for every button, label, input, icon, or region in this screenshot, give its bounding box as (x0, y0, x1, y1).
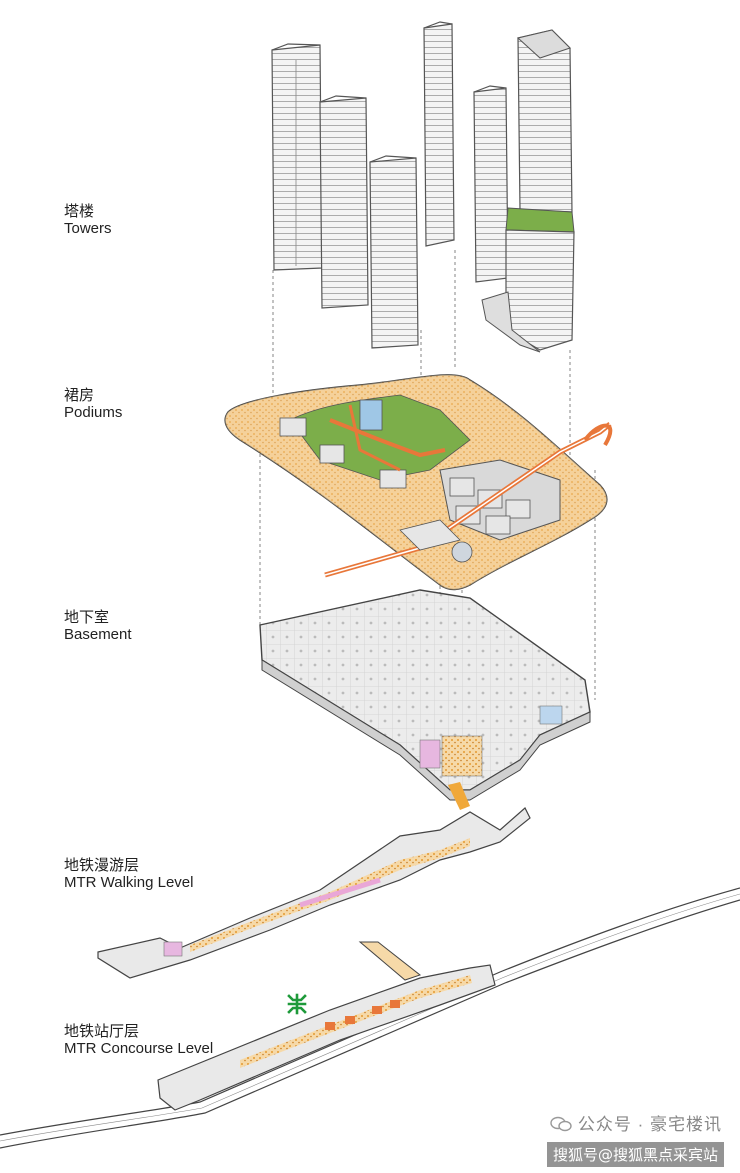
label-towers-en: Towers (64, 220, 112, 237)
tower-4 (423, 21, 455, 247)
label-mtr-walking-zh: 地铁漫游层 (64, 856, 140, 874)
wechat-icon (550, 1116, 572, 1132)
label-mtr-walking: 地铁漫游层 MTR Walking Level (64, 856, 193, 892)
tower-2 (319, 95, 369, 309)
label-basement-en: Basement (64, 626, 132, 643)
podium-level (224, 374, 613, 591)
label-towers: 塔楼 Towers (64, 202, 112, 238)
mtr-walking-level (97, 807, 531, 979)
label-basement-zh: 地下室 (64, 608, 110, 626)
watermark: 公众号 · 豪宅楼讯 (550, 1110, 722, 1135)
basement-level (259, 589, 591, 810)
tower-6-office (481, 29, 575, 353)
towers (271, 21, 575, 353)
label-basement: 地下室 Basement (64, 608, 132, 644)
label-mtr-concourse-en: MTR Concourse Level (64, 1040, 214, 1057)
mtr-logo-icon (287, 993, 307, 1015)
label-mtr-concourse: 地铁站厅层 MTR Concourse Level (64, 1022, 213, 1058)
mtr-concourse-level (0, 887, 740, 1149)
label-podiums-en: Podiums (64, 404, 123, 421)
tower-3 (369, 155, 419, 349)
label-podiums-zh: 裙房 (64, 386, 95, 404)
tower-5 (473, 85, 509, 283)
label-podiums: 裙房 Podiums (64, 386, 122, 422)
label-mtr-concourse-zh: 地铁站厅层 (64, 1022, 140, 1040)
label-mtr-walking-en: MTR Walking Level (64, 874, 194, 891)
footer-caption: 搜狐号@搜狐黑点采宾站 (546, 1142, 724, 1167)
watermark-text: 公众号 · 豪宅楼讯 (577, 1115, 722, 1134)
tower-1 (271, 43, 323, 271)
label-towers-zh: 塔楼 (64, 202, 95, 220)
